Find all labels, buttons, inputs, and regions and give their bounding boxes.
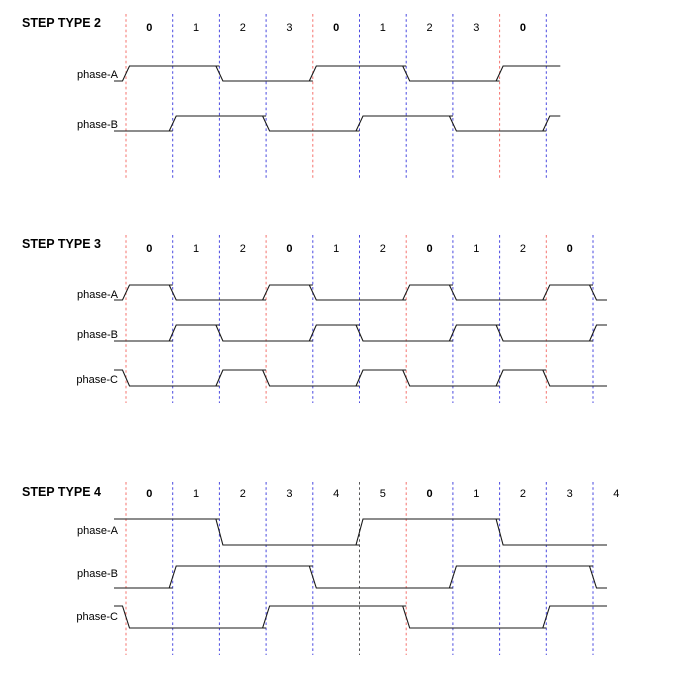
phase-label-phase-A: phase-A <box>77 525 119 537</box>
waveform-phase-C <box>114 369 607 387</box>
step-label: 3 <box>286 488 292 500</box>
step-label: 2 <box>240 22 246 34</box>
step-label: 0 <box>426 488 432 500</box>
section-step-type-2: STEP TYPE 2 0 1 2 3 0 1 2 3 0 phase-A phase-B <box>22 14 561 180</box>
phase-label-phase-B: phase-B <box>77 119 118 131</box>
waveform-phase-C <box>114 605 607 629</box>
step-label: 0 <box>426 243 432 255</box>
section-title: STEP TYPE 4 <box>22 485 101 499</box>
phase-label-phase-B: phase-B <box>77 568 118 580</box>
step-label: 1 <box>333 243 339 255</box>
phase-label-phase-C: phase-C <box>76 611 118 623</box>
step-label: 0 <box>333 22 339 34</box>
waveform-phase-A <box>114 65 561 82</box>
section-step-type-3: STEP TYPE 3 0 1 2 0 1 2 0 1 2 0 phase-A phase-B phase… <box>22 235 607 403</box>
step-label: 0 <box>146 488 152 500</box>
phase-label-phase-A: phase-A <box>77 289 119 301</box>
step-label: 1 <box>380 22 386 34</box>
step-label: 4 <box>613 488 619 500</box>
waveform-phase-B <box>114 565 607 589</box>
section-title: STEP TYPE 2 <box>22 16 101 30</box>
step-label: 1 <box>473 488 479 500</box>
step-label: 2 <box>240 243 246 255</box>
step-label: 2 <box>380 243 386 255</box>
section-title: STEP TYPE 3 <box>22 237 101 251</box>
phase-label-phase-A: phase-A <box>77 69 119 81</box>
step-label: 1 <box>193 243 199 255</box>
waveform-phase-B <box>114 324 607 342</box>
waveform-phase-A <box>114 518 607 546</box>
step-label: 2 <box>426 22 432 34</box>
step-label: 2 <box>240 488 246 500</box>
step-label: 3 <box>473 22 479 34</box>
step-label: 5 <box>380 488 386 500</box>
section-step-type-4: STEP TYPE 4 0 1 2 3 4 5 0 1 2 3 4 phase-A phase-B phas… <box>22 482 619 655</box>
step-label: 0 <box>286 243 292 255</box>
step-label: 1 <box>193 22 199 34</box>
step-label: 1 <box>193 488 199 500</box>
step-label: 2 <box>520 243 526 255</box>
step-label: 2 <box>520 488 526 500</box>
waveform-phase-A <box>114 284 607 301</box>
step-label: 4 <box>333 488 339 500</box>
phase-label-phase-C: phase-C <box>76 374 118 386</box>
step-label: 0 <box>520 22 526 34</box>
step-label: 0 <box>146 243 152 255</box>
waveform-phase-B <box>114 115 561 132</box>
step-label: 0 <box>567 243 573 255</box>
step-label: 0 <box>146 22 152 34</box>
phase-label-phase-B: phase-B <box>77 329 118 341</box>
step-label: 3 <box>567 488 573 500</box>
step-label: 3 <box>286 22 292 34</box>
step-label: 1 <box>473 243 479 255</box>
